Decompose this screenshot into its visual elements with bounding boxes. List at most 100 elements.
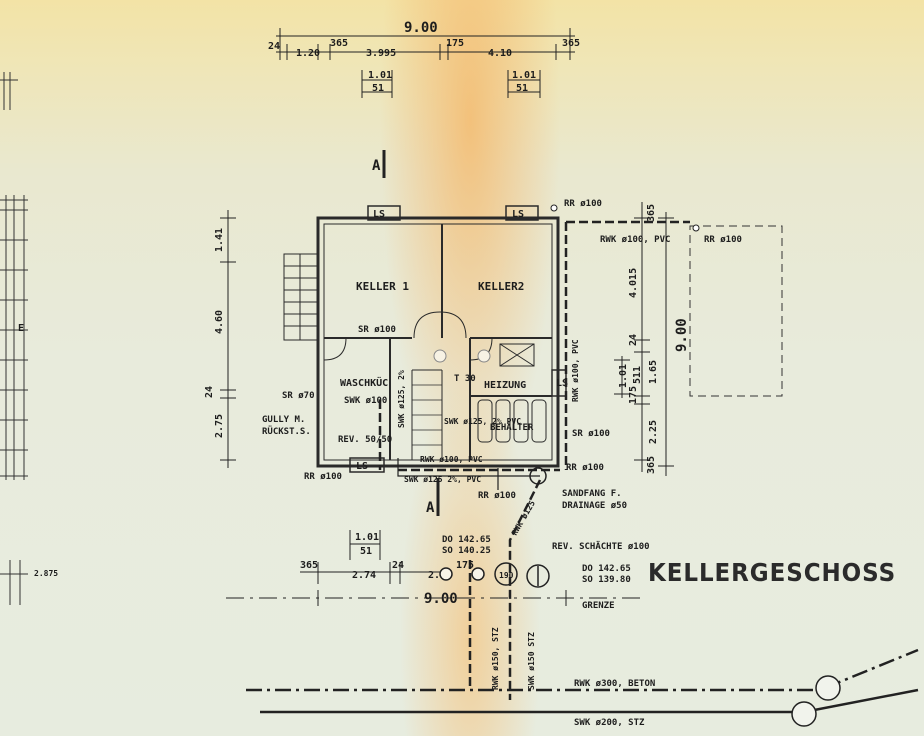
window1-width: 1.01 <box>368 70 392 81</box>
label-rwk-diagonal: RWK ø125 <box>510 499 537 537</box>
top-dimension-lines <box>276 28 575 98</box>
left-e-mark: E <box>18 323 24 334</box>
room-waschkueche: WASCHKÜC <box>340 375 388 389</box>
label-rev-schaechte: REV. SCHÄCHTE ø100 <box>552 541 650 552</box>
label-shaft-190: 190 <box>499 571 514 580</box>
top-dim-c: 365 <box>330 38 348 49</box>
label-rr-mid-bottom: RR ø100 <box>478 491 516 501</box>
left-dim-3: 24 <box>204 386 215 398</box>
light-shafts <box>349 205 567 473</box>
label-t30-door: T 30 <box>454 374 476 384</box>
lightshaft-label-3: LS <box>356 461 368 472</box>
top-dim-g: 365 <box>562 38 580 49</box>
section-mark-bottom: A <box>426 500 435 516</box>
left-edge-fragment <box>0 72 28 605</box>
top-dim-d: 3.995 <box>366 48 396 59</box>
sandfang-symbol <box>529 467 547 485</box>
right-dim-2: 4.015 <box>628 268 639 298</box>
label-so-1: SO 140.25 <box>442 546 491 556</box>
top-dim-e: 175 <box>446 38 464 49</box>
outside-stair <box>283 253 319 341</box>
label-swk-heiz: SWK ø125, 2% PVC <box>444 417 521 426</box>
label-rr-top: RR ø100 <box>564 199 602 209</box>
label-swk-150: SWK ø150 STZ <box>527 632 536 690</box>
label-swk-200: SWK ø200, STZ <box>574 718 645 728</box>
inspection-shafts <box>439 562 550 588</box>
label-rr-left-bottom: RR ø100 <box>304 472 342 482</box>
rr-point-top <box>550 204 558 212</box>
right-dim-9: 365 <box>646 456 657 474</box>
top-dim-f: 4.10 <box>488 48 512 59</box>
label-sandfang-2: DRAINAGE ø50 <box>562 501 627 511</box>
top-dim-a: 24 <box>268 41 280 52</box>
lightshaft-label-4: LS <box>556 378 568 389</box>
window2-height: 51 <box>516 83 528 94</box>
bottom-total-dimension: 9.00 <box>424 591 458 607</box>
lightshaft-label-1: LS <box>373 209 385 220</box>
room-keller-1: KELLER 1 <box>356 280 409 293</box>
building-walls <box>316 216 560 468</box>
top-total-dimension: 9.00 <box>404 20 438 36</box>
label-rwk-vertical: RWK ø100, PVC <box>571 339 580 402</box>
label-sandfang-1: SANDFANG F. <box>562 489 622 499</box>
left-dimension-lines <box>220 210 236 468</box>
right-dim-5: 511 <box>632 366 643 384</box>
bottom-dim-b: 2.74 <box>352 570 376 581</box>
street-sewer-lines <box>246 648 919 727</box>
label-swk-wasch: SWK ø100 <box>344 396 387 406</box>
label-sr-keller: SR ø100 <box>358 325 396 335</box>
right-dim-6: 1.65 <box>648 360 659 384</box>
left-edge-level: 2.875 <box>34 569 58 578</box>
bottom-dim-d: 2. <box>428 570 440 581</box>
pipe-lines <box>378 220 690 700</box>
room-behaelter: BEHÄLTER <box>490 422 534 433</box>
label-so-2: SO 139.80 <box>582 575 631 585</box>
left-dim-4: 2.75 <box>214 414 225 438</box>
heating-symbols <box>477 343 547 443</box>
bottom-dim-c: 24 <box>392 560 404 571</box>
room-keller-2: KELLER2 <box>478 280 524 293</box>
right-dim-7: 175 <box>628 386 639 404</box>
label-rwk-300: RWK ø300, BETON <box>574 679 655 689</box>
bottom-dim-a: 365 <box>300 560 318 571</box>
right-dim-1: 365 <box>646 204 657 222</box>
label-swk-bottom: SWK ø125 2%, PVC <box>404 475 481 484</box>
window2-width: 1.01 <box>512 70 536 81</box>
label-do-2: DO 142.65 <box>582 564 631 574</box>
right-dim-3: 24 <box>628 334 639 346</box>
pipe-lines-thin <box>397 458 540 490</box>
label-sr-right: SR ø100 <box>572 429 610 439</box>
label-sr-70: SR ø70 <box>282 391 315 401</box>
bottom-dim-e: 175 <box>456 560 474 571</box>
section-mark-top: A <box>372 158 381 174</box>
right-dim-4: 1.01 <box>618 364 629 388</box>
label-swk-125-vertical: SWK ø125, 2% <box>397 370 406 428</box>
label-gully-2: RÜCKST.S. <box>262 426 311 437</box>
right-total-dimension: 9.00 <box>674 318 690 352</box>
label-grenze: GRENZE <box>582 601 615 611</box>
label-revision: REV. 50/50 <box>338 435 392 445</box>
right-dim-8: 2.25 <box>648 420 659 444</box>
left-dim-1: 1.41 <box>214 228 225 252</box>
label-gully-1: GULLY M. <box>262 415 305 425</box>
room-heizung: HEIZUNG <box>484 380 526 391</box>
left-dim-2: 4.60 <box>214 310 225 334</box>
rr-point-right <box>692 224 700 232</box>
bottom-dimension-lines <box>226 530 640 606</box>
label-rwk-150: RWK ø150, STZ <box>491 627 500 690</box>
bottom-dim-f: 1.01 <box>355 532 379 543</box>
label-rwk-top: RWK ø100, PVC <box>600 235 670 245</box>
label-rr-right-top: RR ø100 <box>704 235 742 245</box>
label-do-1: DO 142.65 <box>442 535 491 545</box>
top-dim-b: 1.20 <box>296 48 320 59</box>
floor-drain-1 <box>433 349 447 363</box>
label-rr-right-bottom: RR ø100 <box>566 463 604 473</box>
lightshaft-label-2: LS <box>512 209 524 220</box>
drawing-title: KELLERGESCHOSS <box>648 558 897 587</box>
window1-height: 51 <box>372 83 384 94</box>
right-dimension-lines <box>614 202 674 476</box>
label-rwk-bottom: RWK ø100, PVC <box>420 455 483 464</box>
bottom-dim-g: 51 <box>360 546 372 557</box>
